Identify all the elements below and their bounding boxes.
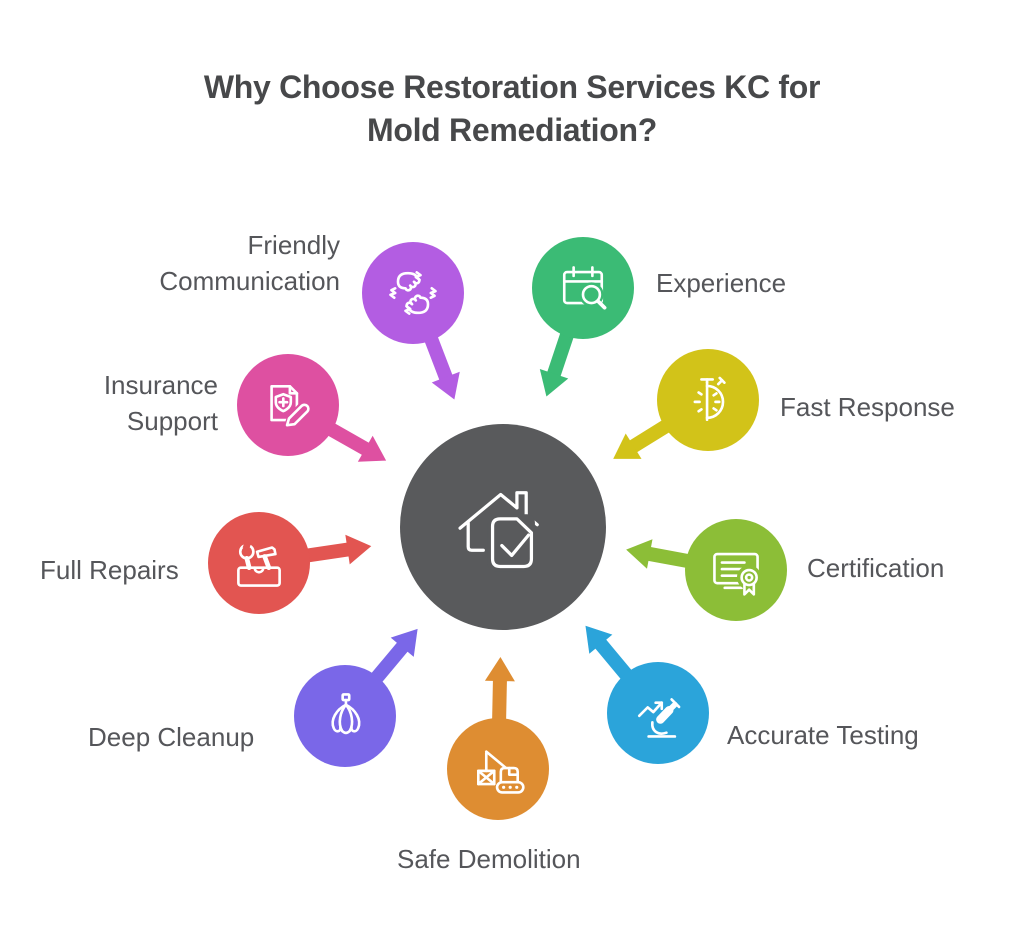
- arrow-friendly-communication: [423, 333, 460, 400]
- arrow-insurance-support: [323, 420, 387, 462]
- bubble-full-repairs: [208, 512, 310, 614]
- page-title-line1: Why Choose Restoration Services KC for: [203, 69, 821, 105]
- label-accurate-testing: Accurate Testing: [727, 720, 919, 750]
- page-title: Why Choose Restoration Services KC for M…: [0, 66, 1024, 152]
- label-friendly-communication: Friendly Communication: [159, 230, 340, 296]
- bubble-deep-cleanup: [294, 665, 396, 767]
- house-check-icon: [458, 491, 539, 572]
- certificate-icon: [713, 552, 762, 596]
- toolbox-icon: [237, 541, 281, 587]
- stopwatch-icon: [693, 376, 726, 421]
- fist-bump-icon: [389, 271, 437, 315]
- center-circle: [400, 424, 606, 630]
- label-deep-cleanup: Deep Cleanup: [88, 722, 255, 752]
- duster-icon: [331, 693, 361, 735]
- bubble-accurate-testing: [607, 662, 709, 764]
- label-certification: Certification: [807, 553, 945, 583]
- label-full-repairs: Full Repairs: [40, 555, 179, 585]
- arrow-deep-cleanup: [368, 628, 418, 686]
- bubble-safe-demolition: [447, 718, 549, 820]
- bubble-experience: [532, 237, 634, 339]
- bubble-friendly-communication: [362, 242, 464, 344]
- excavator-icon: [477, 750, 525, 794]
- label-insurance-support: Insurance Support: [103, 370, 218, 436]
- label-fast-response: Fast Response: [780, 392, 955, 422]
- document-pen-icon: [270, 384, 310, 429]
- arrow-accurate-testing: [585, 625, 635, 683]
- arrow-full-repairs: [302, 534, 372, 565]
- bubble-fast-response: [657, 349, 759, 451]
- label-safe-demolition: Safe Demolition: [397, 844, 581, 874]
- calendar-search-icon: [562, 266, 607, 310]
- microscope-icon: [637, 698, 681, 738]
- arrow-experience: [539, 329, 575, 397]
- bubble-insurance-support: [237, 354, 339, 456]
- arrow-safe-demolition: [484, 657, 515, 726]
- page-title-line2: Mold Remediation?: [366, 112, 657, 148]
- bubble-certification: [685, 519, 787, 621]
- label-experience: Experience: [656, 268, 787, 298]
